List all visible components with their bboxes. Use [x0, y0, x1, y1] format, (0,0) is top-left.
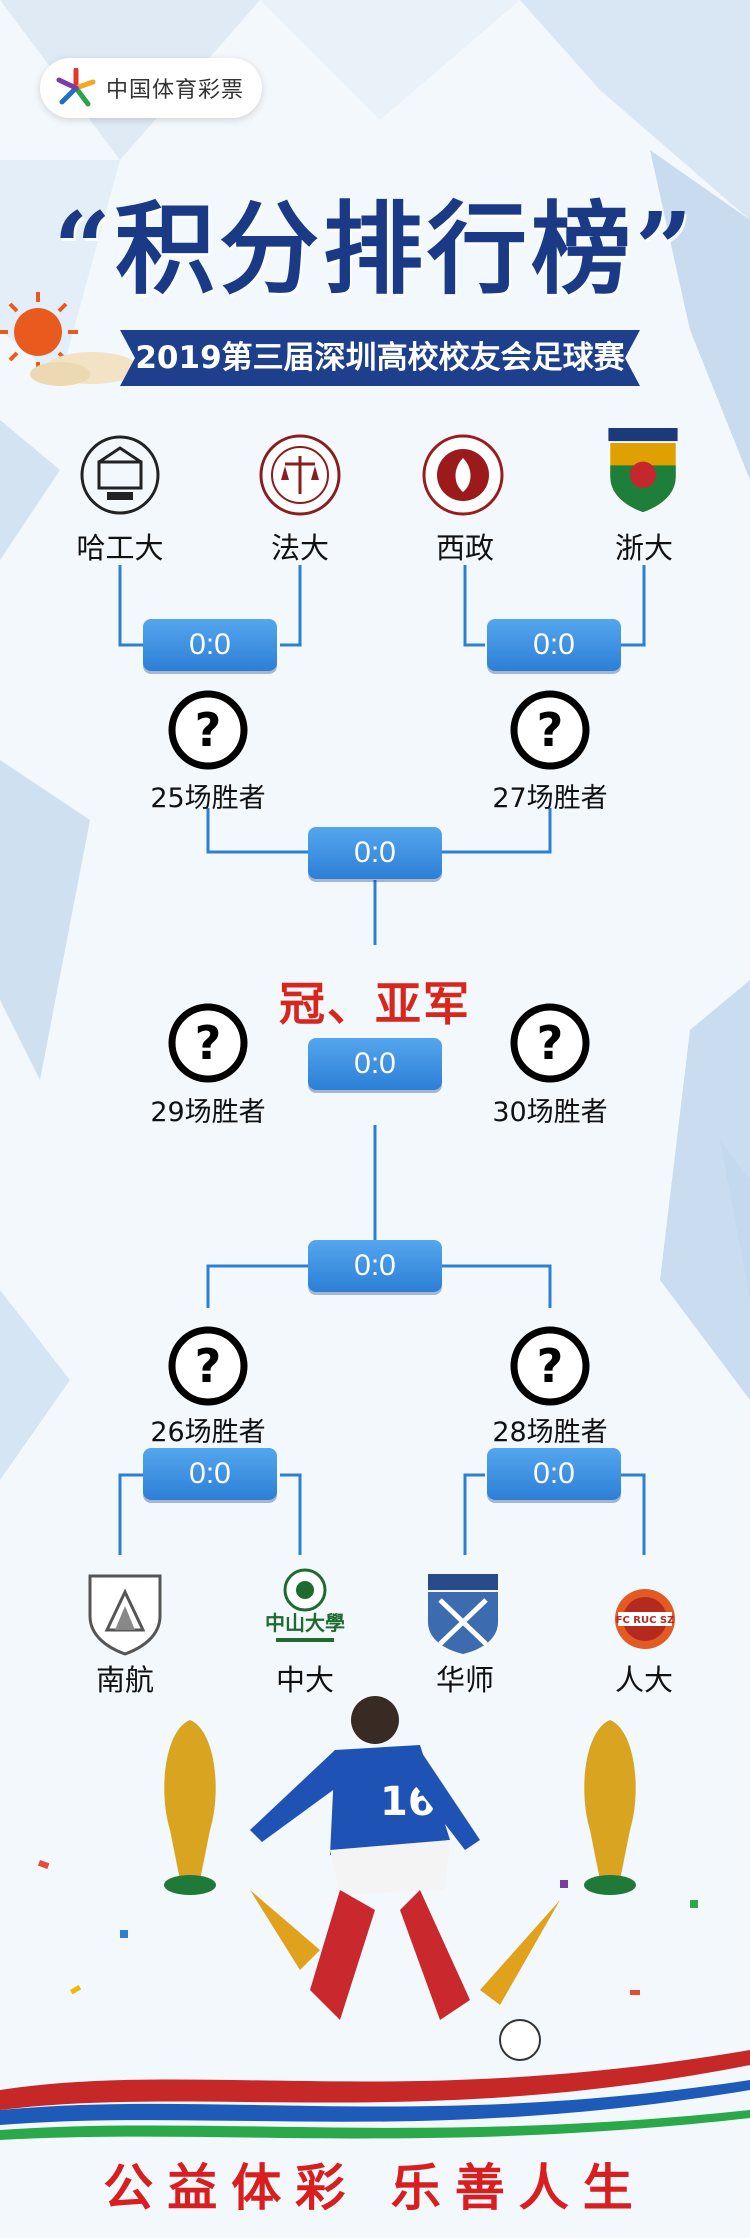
svg-text:?: ? [195, 1339, 222, 1393]
team-name: 西政 [435, 531, 494, 565]
svg-text:?: ? [537, 703, 564, 757]
football-player-illustration: 16 [0, 1696, 750, 2140]
svg-text:?: ? [195, 703, 222, 757]
winner-label: 26场胜者 [150, 1417, 266, 1448]
page-title: “积分排行榜” [53, 190, 697, 308]
lottery-logo-icon [56, 68, 96, 107]
ruc-fc-logo-icon: FC RUC SZ [615, 1589, 675, 1649]
score-box: 0:0 [143, 619, 277, 671]
question-mark-icon: ? [510, 1326, 590, 1406]
team-name: 人大 [614, 1663, 673, 1697]
question-mark-icon: ? [168, 1003, 248, 1083]
team-name: 哈工大 [76, 531, 164, 565]
score-box: 0:0 [308, 1240, 442, 1292]
svg-text:中山大學: 中山大學 [265, 1611, 345, 1635]
question-mark-icon: ? [168, 1326, 248, 1406]
score-box: 0:0 [143, 1448, 277, 1500]
winner-label: 25场胜者 [150, 783, 266, 814]
zju-logo-icon [608, 428, 678, 513]
winner-label: 29场胜者 [150, 1097, 266, 1128]
svg-text:FC RUC SZ: FC RUC SZ [616, 1615, 675, 1626]
winner-label: 30场胜者 [492, 1097, 608, 1128]
scnu-logo-icon [428, 1574, 498, 1654]
brand-name: 中国体育彩票 [106, 78, 245, 103]
score-box: 0:0 [308, 1038, 442, 1090]
final-label: 冠、亚军 [279, 977, 471, 1031]
cupl-logo-icon [259, 434, 341, 516]
nuaa-logo-icon [88, 1574, 162, 1656]
svg-text:?: ? [195, 1016, 222, 1070]
score-box: 0:0 [487, 619, 621, 671]
svg-text:?: ? [537, 1016, 564, 1070]
score-box: 0:0 [308, 827, 442, 879]
svg-text:?: ? [537, 1339, 564, 1393]
sysu-logo-icon: 中山大學 [265, 1568, 345, 1642]
subtitle: 2019第三届深圳高校校友会足球赛 [135, 340, 625, 376]
score-box: 0:0 [487, 1448, 621, 1500]
team-name: 浙大 [614, 531, 673, 565]
question-mark-icon: ? [168, 690, 248, 770]
swupl-logo-icon [422, 434, 504, 516]
slogan: 公益体彩 乐善人生 [103, 2158, 647, 2217]
question-mark-icon: ? [510, 1003, 590, 1083]
sun-icon [0, 292, 138, 386]
winner-label: 28场胜者 [492, 1417, 608, 1448]
subtitle-banner [120, 330, 640, 386]
team-name: 华师 [435, 1663, 494, 1697]
team-name: 中大 [275, 1663, 334, 1697]
question-mark-icon: ? [510, 690, 590, 770]
team-name: 法大 [270, 531, 329, 565]
team-name: 南航 [95, 1663, 154, 1697]
winner-label: 27场胜者 [492, 783, 608, 814]
hit-logo-icon [80, 435, 160, 515]
brand-badge: 中国体育彩票 [40, 58, 262, 118]
